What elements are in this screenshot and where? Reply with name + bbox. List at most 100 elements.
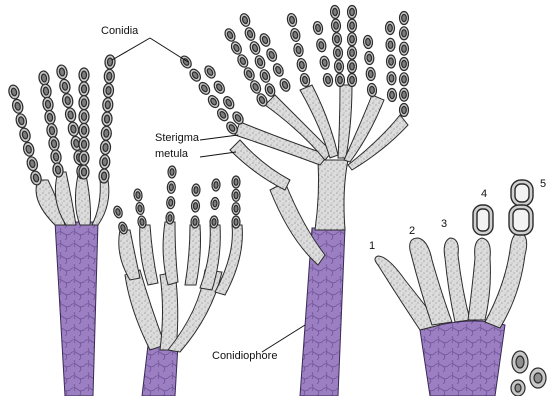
- conidium: [22, 141, 35, 157]
- conidium: [167, 181, 176, 193]
- left-conidia-chains: [7, 55, 115, 186]
- conidium: [333, 46, 343, 60]
- conidium: [316, 38, 327, 52]
- conidium: [272, 62, 286, 78]
- conidium: [112, 205, 123, 219]
- conidium: [330, 5, 340, 19]
- conidium: [242, 66, 256, 82]
- conidium: [102, 112, 113, 127]
- left-stalk: [55, 222, 98, 396]
- conidium: [40, 83, 52, 98]
- conidium: [265, 47, 279, 63]
- conidium: [79, 82, 89, 96]
- conidium: [387, 88, 396, 101]
- conidium: [348, 33, 357, 46]
- conidium: [348, 19, 357, 32]
- conidium: [335, 73, 345, 87]
- conidium: [52, 162, 64, 177]
- conidium: [400, 27, 409, 40]
- conidium: [331, 19, 341, 33]
- right-development-detail: [375, 180, 546, 396]
- conidium: [332, 32, 342, 46]
- conidium: [211, 197, 220, 209]
- conidium: [348, 46, 357, 59]
- conidium: [364, 51, 374, 65]
- conidium: [232, 216, 240, 228]
- conidium: [168, 166, 177, 178]
- conidium: [191, 200, 199, 212]
- conidium: [59, 78, 72, 94]
- conidium: [44, 110, 56, 125]
- conidium: [197, 80, 212, 96]
- conidium: [239, 12, 252, 27]
- conidium: [244, 26, 257, 41]
- conidium: [11, 98, 24, 114]
- conidium: [79, 123, 89, 137]
- loose-conidia: [511, 351, 546, 396]
- conidium: [64, 107, 77, 123]
- middle-left-conidia-chains: [112, 166, 240, 235]
- conidium: [210, 216, 219, 228]
- conidium: [26, 156, 39, 172]
- conidium: [366, 67, 376, 81]
- conidium: [249, 79, 263, 95]
- conidium: [400, 104, 409, 117]
- stage-number-1: 1: [369, 240, 375, 252]
- conidium: [348, 60, 357, 73]
- sterigma-leader: [200, 135, 238, 140]
- stage-number-3: 3: [441, 218, 447, 230]
- conidium: [232, 176, 240, 188]
- conidium: [79, 68, 89, 82]
- conidium: [188, 67, 203, 83]
- conidium: [61, 93, 74, 109]
- conidium: [166, 212, 175, 224]
- right-stalk: [420, 321, 505, 396]
- conidium: [232, 203, 240, 215]
- conidium: [79, 96, 89, 110]
- conidium: [191, 216, 199, 228]
- conidium: [400, 88, 409, 101]
- conidium: [79, 110, 89, 124]
- conidium: [212, 79, 226, 95]
- conidium: [258, 32, 272, 48]
- conidium: [254, 54, 267, 69]
- conidium: [215, 107, 230, 123]
- conidium: [400, 42, 409, 55]
- conidium: [48, 136, 60, 151]
- conidiophore-label: Conidiophore: [212, 350, 277, 362]
- conidium: [363, 35, 373, 49]
- right-sterigmata: [375, 232, 527, 330]
- conidium: [386, 55, 395, 68]
- conidium: [50, 149, 62, 164]
- conidium: [203, 64, 217, 80]
- conidium: [296, 58, 308, 73]
- conidium: [79, 151, 89, 165]
- conidium: [46, 123, 58, 138]
- conidium: [42, 97, 54, 112]
- conidium: [103, 83, 114, 98]
- middle-left-stalk: [142, 345, 178, 396]
- conidiophore-leader: [262, 325, 305, 352]
- conidium: [18, 127, 31, 143]
- stage-number-2: 2: [409, 225, 415, 237]
- conidium: [166, 197, 175, 209]
- conidium: [15, 113, 28, 129]
- sterigma-stage-5: [485, 232, 527, 328]
- conidium: [385, 21, 394, 34]
- conidium: [312, 21, 323, 35]
- conidium: [293, 43, 305, 58]
- conidium: [137, 215, 147, 228]
- conidium: [400, 12, 409, 25]
- left-sterigmata: [36, 172, 109, 225]
- conidium: [135, 202, 145, 215]
- conidium: [322, 73, 333, 87]
- conidium: [38, 70, 50, 85]
- conidia-leader-right: [150, 38, 188, 62]
- conidium: [278, 77, 292, 93]
- conidium: [259, 68, 272, 83]
- conidium: [102, 98, 113, 113]
- conidium: [400, 58, 409, 71]
- conidium: [100, 140, 111, 155]
- conidium: [133, 188, 143, 201]
